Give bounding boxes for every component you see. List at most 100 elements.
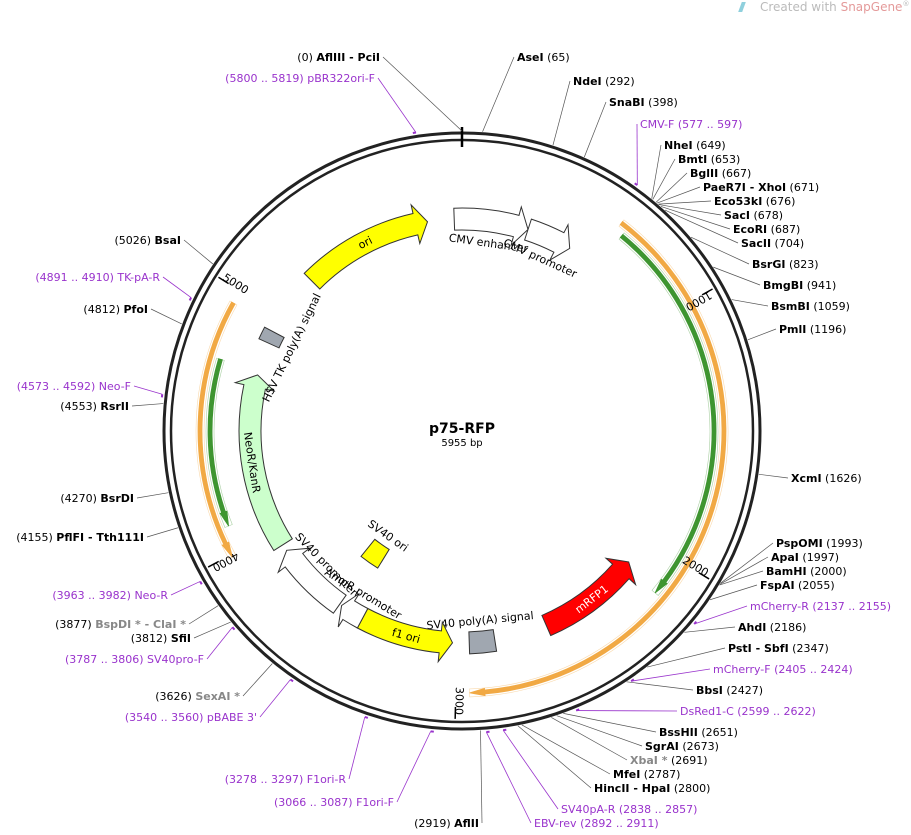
- enzyme-leader-24: [563, 713, 657, 733]
- primer-label-9-part: (3540 .. 3560): [125, 711, 207, 724]
- enzyme-label-31-part: (3812): [131, 632, 171, 645]
- primer-label-8-part: (3278 .. 3297): [225, 773, 307, 786]
- enzyme-leader-13: [713, 266, 761, 286]
- feature-shape-hsv-tk-polya: [258, 326, 285, 349]
- enzyme-leader-22: [647, 647, 726, 668]
- enzyme-label-34-part: BsrDI: [100, 492, 134, 505]
- plasmid-length: 5955 bp: [441, 438, 482, 449]
- primer-label-6-part: (2892 .. 2911): [580, 817, 659, 830]
- primer-label-8: (3278 .. 3297) F1ori-R: [225, 773, 347, 786]
- enzyme-label-9-part: SacI: [724, 209, 750, 222]
- enzyme-label-10-part: EcoRI: [733, 223, 767, 236]
- enzyme-label-12-part: (823): [785, 258, 818, 271]
- enzyme-label-33: (4155) PflFI - Tth111I: [16, 531, 144, 544]
- enzyme-label-9: SacI (678): [724, 209, 783, 222]
- plasmid-name: p75-RFP: [429, 421, 495, 437]
- feature-f1-ori: f1 ori: [356, 607, 454, 664]
- enzyme-label-11: SacII (704): [741, 237, 804, 250]
- primer-label-13-part: (4891 .. 4910): [35, 271, 117, 284]
- enzyme-label-24-part: (2651): [698, 726, 738, 739]
- enzyme-label-18-part: (1997): [799, 551, 839, 564]
- feature-shape-ampr-promoter: [337, 593, 369, 629]
- enzyme-label-22-part: (2347): [789, 642, 829, 655]
- primer-leader-6: [485, 731, 532, 824]
- enzyme-label-4-part: NheI: [664, 139, 693, 152]
- enzyme-label-28: HincII - HpaI (2800): [594, 782, 710, 795]
- enzyme-label-20-part: (2055): [795, 579, 835, 592]
- primer-label-7-part: (3066 .. 3087): [274, 796, 356, 809]
- orf-arrow-3: [207, 358, 229, 527]
- primer-label-1: CMV-F (577 .. 597): [640, 118, 742, 131]
- enzyme-label-19-part: BamHI: [766, 565, 807, 578]
- enzyme-label-19: BamHI (2000): [766, 565, 847, 578]
- primer-label-11-part: Neo-R: [134, 589, 168, 602]
- enzyme-leader-28: [517, 725, 592, 789]
- primer-leader-0: [377, 77, 417, 133]
- enzyme-label-29-part: AflII: [454, 817, 479, 830]
- enzyme-label-30: (3626) SexAI *: [155, 690, 240, 703]
- enzyme-label-6: BglII (667): [690, 167, 751, 180]
- orf-halo-0: [469, 219, 729, 698]
- primer-label-0-part: (5800 .. 5819): [225, 72, 307, 85]
- feature-shape-cmv-promoter: [523, 218, 571, 262]
- feature-label-ori: ori: [356, 234, 375, 252]
- feature-shape-ori: [303, 203, 429, 290]
- enzyme-label-33-part: - Tth111I: [84, 531, 144, 544]
- enzyme-label-2-part: NdeI: [573, 75, 602, 88]
- enzyme-leader-8: [658, 200, 712, 205]
- primer-label-4-part: (2599 .. 2622): [737, 705, 816, 718]
- enzyme-label-8-part: (676): [762, 195, 795, 208]
- primer-label-13: (4891 .. 4910) TK-pA-R: [35, 271, 160, 284]
- enzyme-label-28-part: (2800): [670, 782, 710, 795]
- feature-shape-sv40-ori: [360, 538, 390, 569]
- enzyme-label-18: ApaI (1997): [771, 551, 839, 564]
- enzyme-label-20: FspAI (2055): [760, 579, 835, 592]
- enzyme-label-7-part: PaeR7I: [703, 181, 746, 194]
- primer-label-10: (3787 .. 3806) SV40pro-F: [65, 653, 204, 666]
- enzyme-leader-37: [183, 239, 214, 265]
- enzyme-label-3-part: SnaBI: [609, 96, 645, 109]
- primer-label-7: (3066 .. 3087) F1ori-F: [274, 796, 394, 809]
- primer-label-0: (5800 .. 5819) pBR322ori-F: [225, 72, 375, 85]
- primer-leader-5: [502, 729, 559, 810]
- primer-label-10-part: (3787 .. 3806): [65, 653, 147, 666]
- primer-label-2-part: (2137 .. 2155): [812, 600, 891, 613]
- enzyme-leader-16: [758, 473, 789, 479]
- enzyme-label-1-part: (65): [544, 51, 570, 64]
- primer-leader-7: [396, 731, 432, 803]
- enzyme-label-1: AseI (65): [517, 51, 570, 64]
- backbone-layer: [162, 127, 762, 731]
- enzyme-leader-35: [131, 403, 164, 407]
- enzyme-label-29: (2919) AflII: [414, 817, 479, 830]
- enzyme-label-7-part: - XhoI: [746, 181, 786, 194]
- enzyme-leader-15: [747, 328, 777, 341]
- enzyme-label-8-part: Eco53kI: [714, 195, 762, 208]
- primer-label-8-part: F1ori-R: [307, 773, 347, 786]
- enzyme-label-23-part: BbsI: [696, 684, 723, 697]
- enzyme-label-24-part: BssHII: [659, 726, 698, 739]
- enzyme-label-34-part: (4270): [60, 492, 100, 505]
- primer-label-1-part: (577 .. 597): [678, 118, 743, 131]
- primer-leader-2: [694, 605, 748, 625]
- enzyme-label-11-part: (704): [771, 237, 804, 250]
- enzyme-leader-5: [652, 158, 676, 200]
- enzyme-label-35: (4553) RsrII: [60, 400, 129, 413]
- enzyme-label-12: BsrGI (823): [752, 258, 819, 271]
- primer-mark-0: [412, 131, 417, 135]
- primer-label-4-part: DsRed1-C: [680, 705, 737, 718]
- feature-hsv-tk-polya: HSV TK poly(A) signal: [258, 291, 324, 404]
- enzyme-label-33-part: PflFI: [56, 531, 84, 544]
- enzyme-leader-9: [658, 204, 722, 216]
- enzyme-label-37-part: BsaI: [155, 234, 181, 247]
- enzyme-leader-36: [150, 308, 182, 325]
- enzyme-leader-32: [188, 605, 219, 625]
- enzyme-leader-34: [136, 492, 169, 499]
- feature-shape-sv40-promoter: [277, 547, 347, 614]
- primer-label-2: mCherry-R (2137 .. 2155): [750, 600, 891, 613]
- ruler-label-3000: 3000: [452, 687, 466, 715]
- enzyme-leader-17: [720, 542, 774, 584]
- enzyme-label-22: PstI - SbfI (2347): [728, 642, 829, 655]
- enzyme-label-26: XbaI * (2691): [630, 754, 708, 767]
